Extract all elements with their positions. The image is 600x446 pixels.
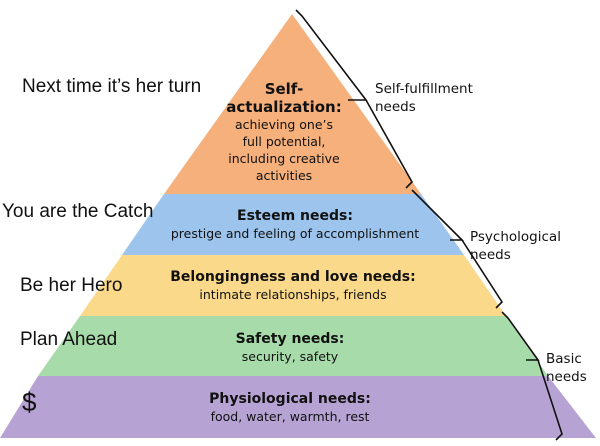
side-label-catch: You are the Catch [2, 201, 154, 222]
tier-esteem-band [122, 194, 464, 255]
bracket-basic [501, 311, 563, 441]
tier-esteem-desc: prestige and feeling of accomplishment [170, 226, 420, 241]
tier-physiological-band [0, 376, 596, 438]
side-label-plan-ahead: Plan Ahead [20, 329, 118, 350]
tier-safety-title: Safety needs: [235, 331, 345, 347]
side-label-hero: Be her Hero [20, 275, 123, 296]
tier-safety: Safety needs: security, safety [160, 330, 420, 365]
tier-safety-desc: security, safety [241, 349, 339, 364]
tier-self-actualization-title: Self- actualization: [226, 80, 342, 116]
tier-self-actualization: Self- actualization: achieving one’s ful… [200, 80, 368, 184]
tier-physiological-title: Physiological needs: [209, 391, 371, 407]
tier-physiological-desc: food, water, warmth, rest [210, 409, 370, 424]
side-label-dollar: $ [22, 387, 37, 417]
bracket-self-fulfillment [295, 9, 413, 189]
tier-belongingness-title: Belongingness and love needs: [170, 269, 416, 285]
tier-safety-band [38, 316, 548, 376]
tier-belongingness: Belongingness and love needs: intimate r… [115, 268, 471, 303]
side-label-next-time: Next time it’s her turn [22, 76, 202, 97]
bracket-psychological [411, 189, 504, 309]
tier-self-actualization-desc: achieving one’s full potential, includin… [228, 117, 340, 183]
tier-physiological: Physiological needs: food, water, warmth… [160, 390, 420, 425]
tier-belongingness-band [80, 255, 506, 316]
tier-esteem: Esteem needs: prestige and feeling of ac… [135, 207, 455, 242]
tier-belongingness-desc: intimate relationships, friends [199, 287, 387, 302]
bracket-label-basic: Basic needs [546, 351, 587, 385]
bracket-label-psychological: Psychological needs [470, 229, 561, 263]
tier-esteem-title: Esteem needs: [237, 208, 353, 224]
tier-self-actualization-band [164, 14, 421, 194]
bracket-label-self-fulfillment: Self-fulfillment needs [375, 81, 473, 115]
